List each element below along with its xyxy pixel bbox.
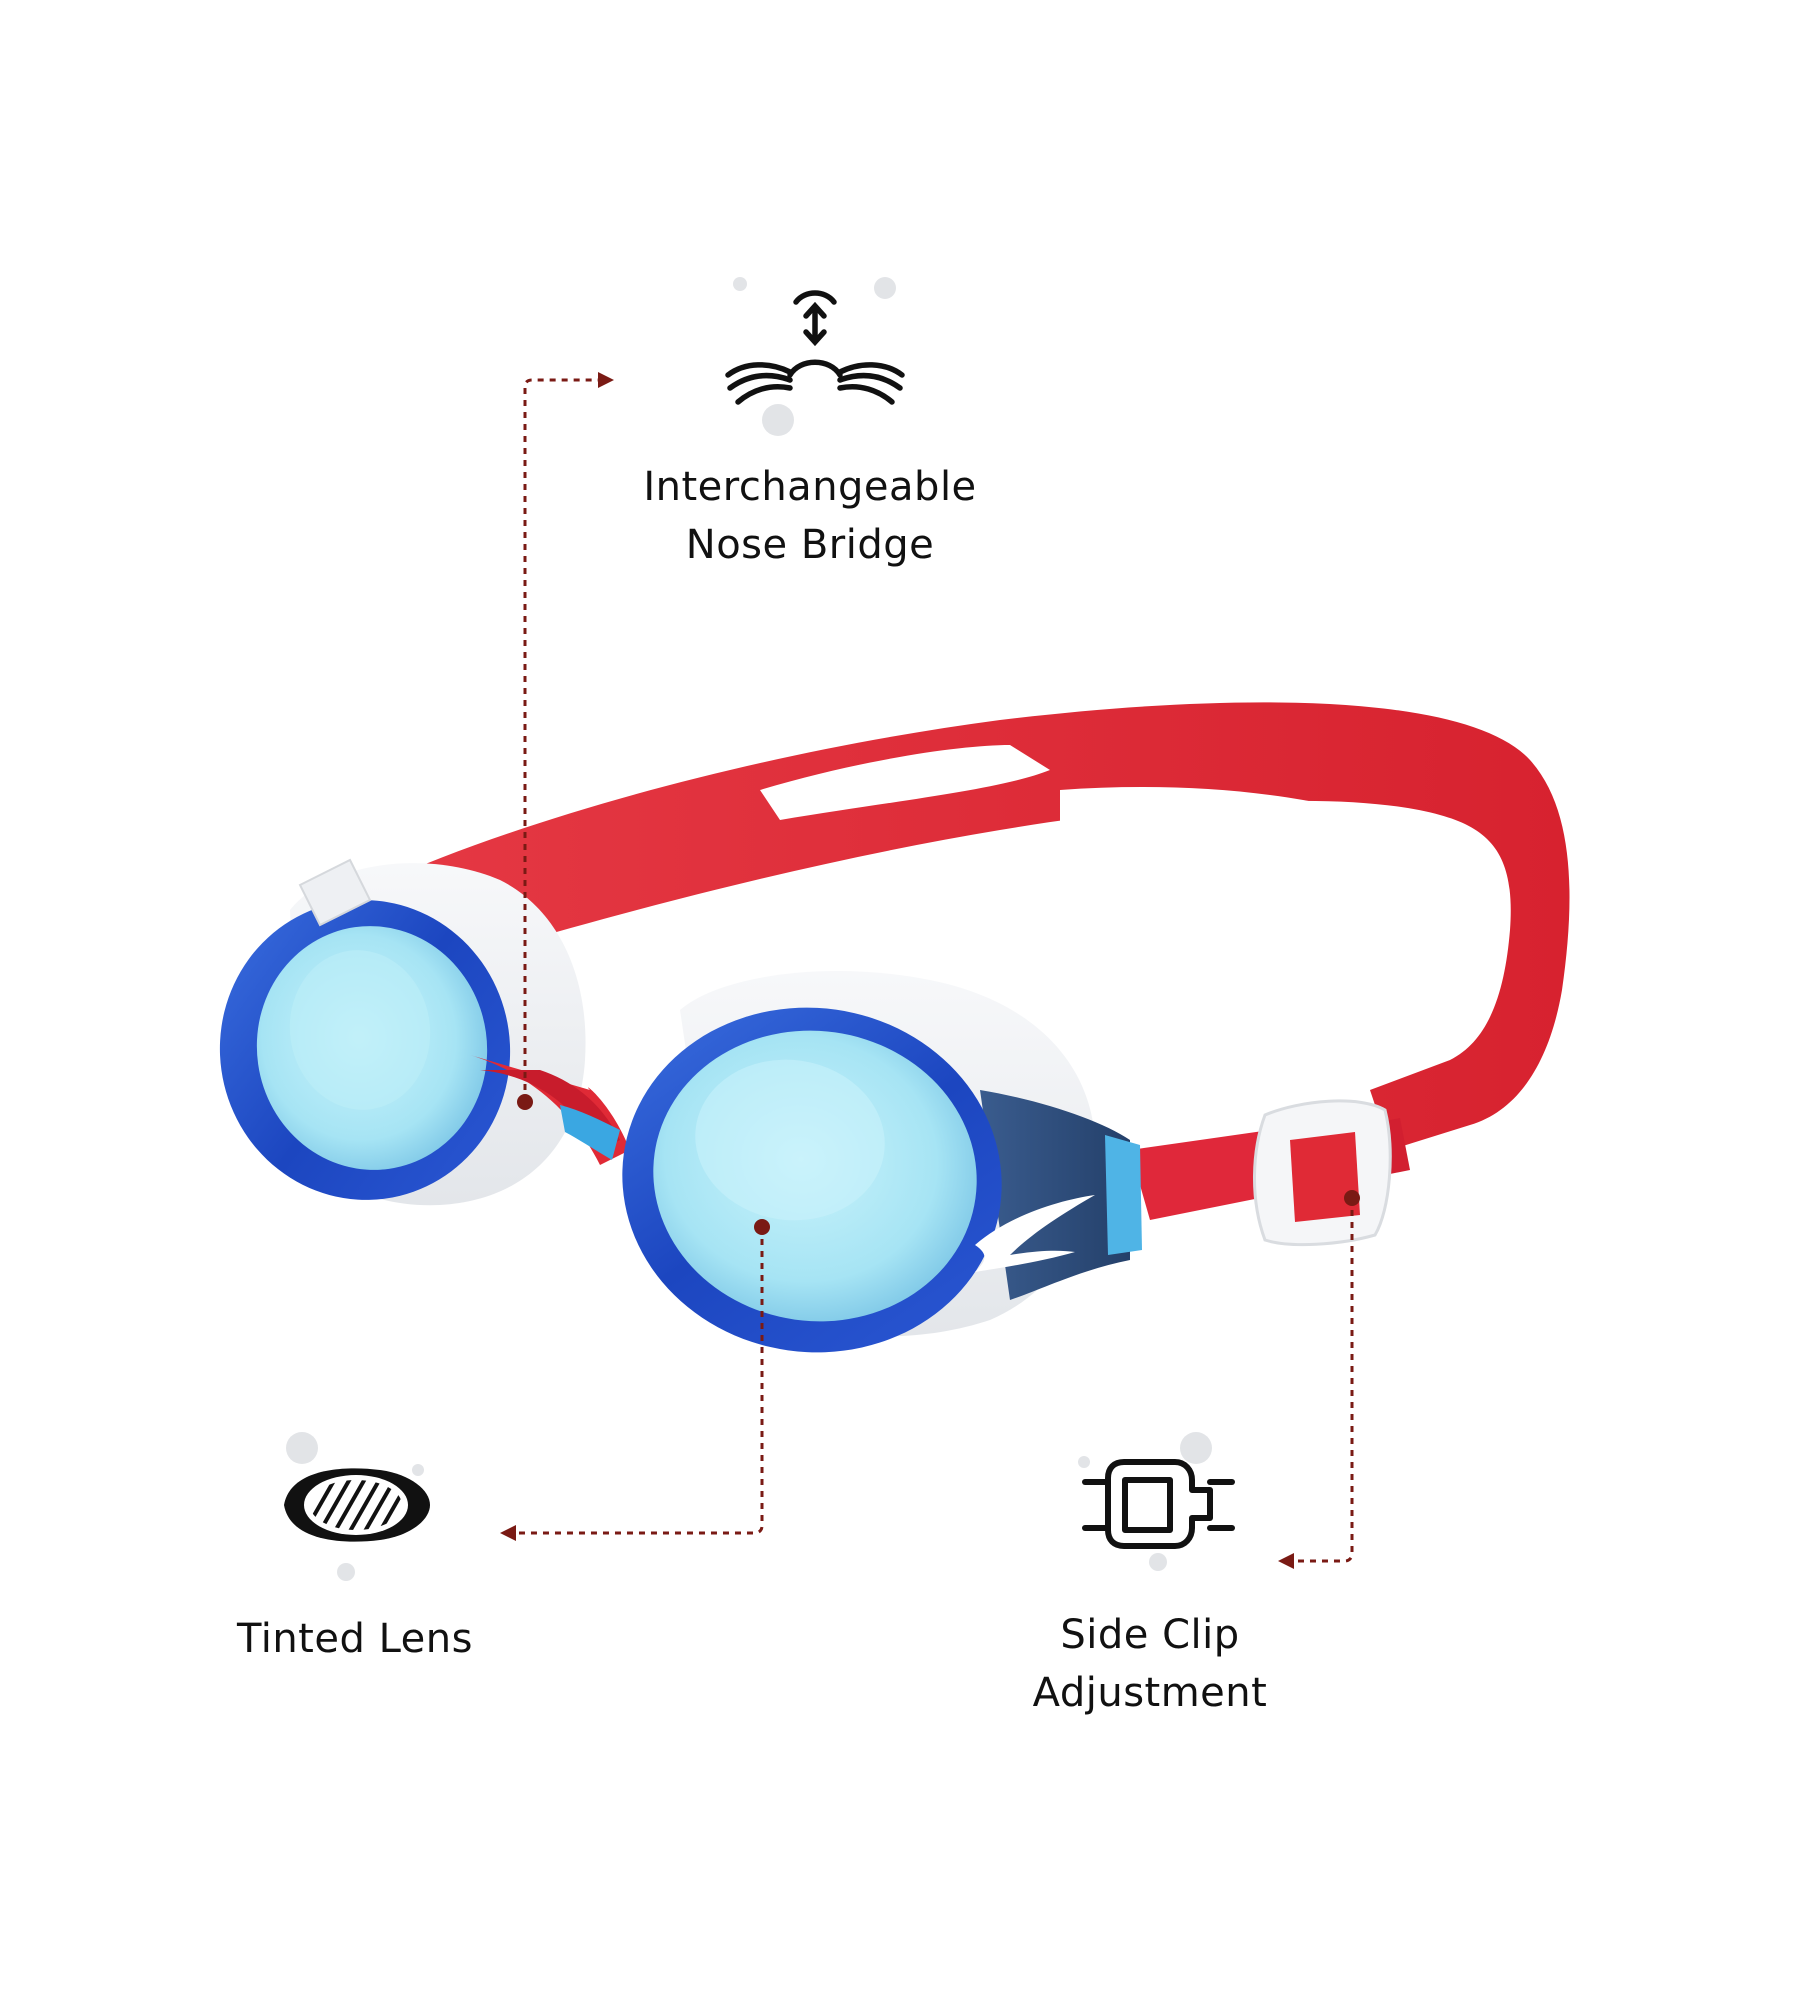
leader-lines [512,378,1354,1563]
tinted-lens-leader [512,1227,764,1535]
tinted-lens-arrow [500,1525,516,1541]
side-clip-icon [1078,1432,1235,1571]
side-clip-label-line2: Adjustment [1032,1670,1268,1716]
tinted-lens-label: Tinted Lens [160,1610,550,1668]
left-eyecup [219,858,586,1206]
side-clip-arrow [1278,1553,1294,1569]
side-clip-dot [1344,1190,1360,1206]
speedo-logo-icon [975,1195,1095,1272]
right-eyecup [622,971,1142,1353]
nose-bridge-leader [523,378,598,1102]
side-clip-label-line1: Side Clip [1060,1612,1240,1658]
nose-bridge-arrow [598,372,614,388]
leader-markers [500,372,1360,1569]
tinted-lens-dot [754,1219,770,1235]
nose-bridge-label-line1: Interchangeable [643,464,977,510]
nose-bridge-dot [517,1094,533,1110]
nose-bridge-icon [725,277,905,436]
side-clip-leader [1290,1198,1354,1563]
tinted-lens-icon [284,1432,430,1581]
nose-bridge [470,1055,630,1165]
nose-bridge-label-line2: Nose Bridge [685,522,935,568]
nose-bridge-label: Interchangeable Nose Bridge [560,458,1060,574]
tinted-lens-label-line1: Tinted Lens [237,1616,473,1662]
side-clip-buckle [1253,1099,1392,1247]
side-clip-label: Side Clip Adjustment [900,1606,1400,1722]
